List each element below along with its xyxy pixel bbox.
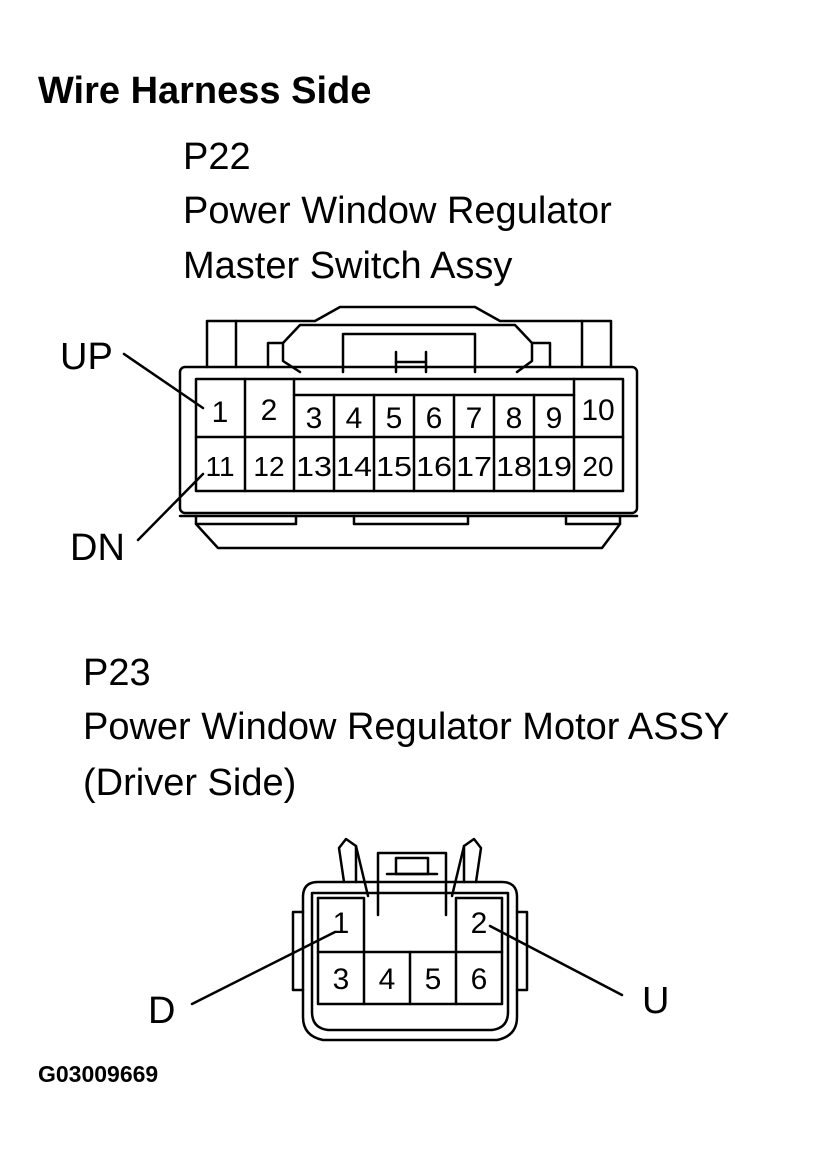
p22-pin-4: 4 bbox=[346, 402, 363, 435]
p22-pin-16: 16 bbox=[416, 451, 452, 482]
dn-callout-line bbox=[136, 472, 205, 542]
p22-connector-housing bbox=[178, 305, 639, 550]
p22-connector-name-line1: Power Window Regulator bbox=[183, 190, 612, 232]
p23-pin-5: 5 bbox=[425, 963, 442, 996]
p23-pin-1: 1 bbox=[333, 907, 350, 940]
p22-pin-7: 7 bbox=[466, 402, 483, 435]
p22-pin-15: 15 bbox=[376, 451, 412, 482]
u-callout-label: U bbox=[642, 980, 669, 1022]
p22-pin-3: 3 bbox=[306, 402, 323, 435]
p22-pin-5: 5 bbox=[386, 402, 403, 435]
p22-pin-labels-bottom: 11 12 13 14 15 16 17 18 19 20 bbox=[205, 451, 613, 482]
figure-id: G03009669 bbox=[38, 1061, 159, 1087]
p22-pin-1: 1 bbox=[212, 396, 229, 429]
p22-pin-8: 8 bbox=[506, 402, 523, 435]
p23-pin-2: 2 bbox=[471, 907, 488, 940]
u-callout-line bbox=[488, 924, 624, 997]
p22-pin-labels: 1 2 3 4 5 6 7 8 9 10 bbox=[212, 394, 615, 435]
p23-connector-housing bbox=[291, 837, 529, 1042]
p22-pin-10: 10 bbox=[581, 394, 614, 427]
p22-pin-18: 18 bbox=[496, 451, 532, 482]
p22-connector-name-line2: Master Switch Assy bbox=[183, 245, 513, 287]
p23-pin-labels: 1 2 3 4 5 6 bbox=[333, 907, 488, 996]
p23-pin-6: 6 bbox=[471, 963, 488, 996]
p23-pin-3: 3 bbox=[333, 963, 350, 996]
p23-connector-name-line1: Power Window Regulator Motor ASSY bbox=[83, 706, 730, 748]
p22-pin-2: 2 bbox=[261, 394, 278, 427]
up-callout-label: UP bbox=[60, 336, 113, 378]
p22-pin-14: 14 bbox=[336, 451, 372, 482]
dn-callout-label: DN bbox=[70, 527, 125, 569]
p22-pin-19: 19 bbox=[536, 451, 572, 482]
p22-pin-11: 11 bbox=[205, 451, 234, 482]
p23-connector-name-line2: (Driver Side) bbox=[83, 762, 297, 804]
diagram-heading: Wire Harness Side bbox=[38, 70, 372, 112]
d-callout-label: D bbox=[148, 990, 175, 1032]
p23-pin-4: 4 bbox=[379, 963, 396, 996]
up-callout-line bbox=[122, 352, 205, 410]
p22-pin-13: 13 bbox=[296, 451, 332, 482]
p22-pin-6: 6 bbox=[426, 402, 443, 435]
p22-pin-17: 17 bbox=[456, 451, 492, 482]
p22-pin-20: 20 bbox=[582, 451, 613, 482]
p22-pin-12: 12 bbox=[253, 451, 284, 482]
d-callout-line bbox=[190, 930, 337, 1006]
p23-connector-code: P23 bbox=[83, 652, 151, 694]
p22-connector-code: P22 bbox=[183, 136, 251, 178]
p22-pin-9: 9 bbox=[546, 402, 563, 435]
